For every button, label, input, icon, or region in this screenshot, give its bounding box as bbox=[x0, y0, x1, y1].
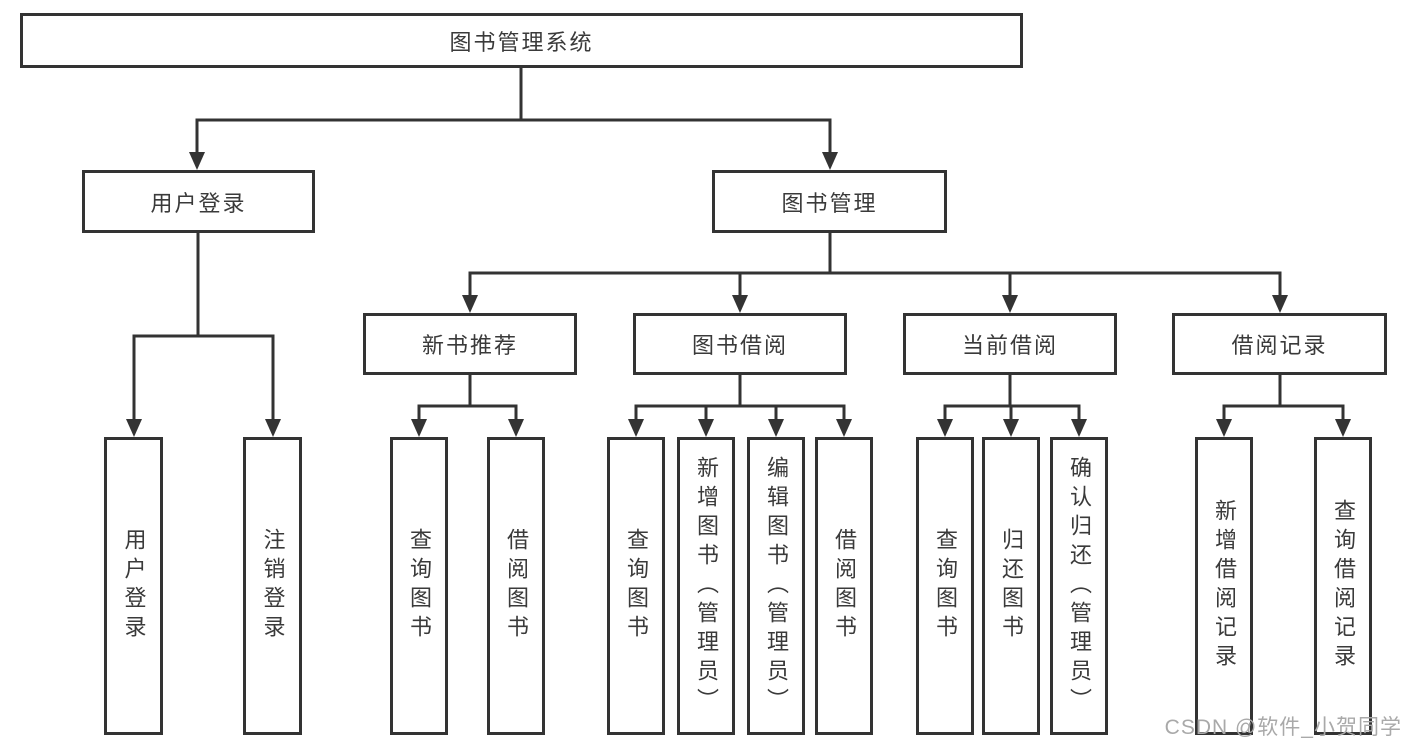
node-label: 确认归还（管理员） bbox=[1067, 455, 1092, 717]
node-borrow-books-recommend: 借阅图书 bbox=[487, 437, 545, 735]
node-label: 归还图书 bbox=[999, 528, 1024, 644]
node-label: 查询图书 bbox=[624, 528, 649, 644]
node-label: 图书管理 bbox=[781, 190, 878, 216]
node-label: 查询借阅记录 bbox=[1331, 499, 1356, 673]
node-confirm-return-admin: 确认归还（管理员） bbox=[1050, 437, 1108, 735]
csdn-watermark: CSDN @软件_小贺同学 bbox=[1164, 716, 1402, 739]
node-label: 新增图书（管理员） bbox=[694, 455, 719, 717]
node-label: 借阅图书 bbox=[832, 528, 857, 644]
node-return-books: 归还图书 bbox=[982, 437, 1040, 735]
node-current-borrow: 当前借阅 bbox=[903, 313, 1117, 375]
node-add-books-admin: 新增图书（管理员） bbox=[677, 437, 735, 735]
node-label: 注销登录 bbox=[260, 528, 286, 644]
node-label: 借阅图书 bbox=[504, 528, 529, 644]
node-label: 当前借阅 bbox=[961, 333, 1058, 358]
node-borrow-records: 借阅记录 bbox=[1172, 313, 1387, 375]
node-label: 借阅记录 bbox=[1231, 333, 1328, 358]
node-label: 新增借阅记录 bbox=[1212, 499, 1237, 673]
node-book-management: 图书管理 bbox=[712, 170, 947, 233]
node-label: 用户登录 bbox=[121, 528, 147, 644]
node-new-book-recommend: 新书推荐 bbox=[363, 313, 577, 375]
node-label: 用户登录 bbox=[150, 190, 247, 216]
node-label: 新书推荐 bbox=[421, 333, 518, 358]
node-user-login-action: 用户登录 bbox=[104, 437, 163, 735]
node-add-borrow-record: 新增借阅记录 bbox=[1195, 437, 1253, 735]
node-label: 编辑图书（管理员） bbox=[764, 455, 789, 717]
node-edit-books-admin: 编辑图书（管理员） bbox=[747, 437, 805, 735]
node-logout-action: 注销登录 bbox=[243, 437, 302, 735]
node-query-books-current: 查询图书 bbox=[916, 437, 974, 735]
node-query-books-recommend: 查询图书 bbox=[390, 437, 448, 735]
node-library-management-system: 图书管理系统 bbox=[20, 13, 1023, 68]
node-label: 图书管理系统 bbox=[449, 29, 594, 55]
node-label: 查询图书 bbox=[933, 528, 958, 644]
node-user-login: 用户登录 bbox=[82, 170, 315, 233]
node-label: 查询图书 bbox=[407, 528, 432, 644]
node-label: 图书借阅 bbox=[691, 333, 788, 358]
node-borrow-books: 借阅图书 bbox=[815, 437, 873, 735]
node-query-borrow-record: 查询借阅记录 bbox=[1314, 437, 1372, 735]
arrowheads bbox=[126, 152, 1351, 437]
node-query-books-borrow: 查询图书 bbox=[607, 437, 665, 735]
node-book-borrow: 图书借阅 bbox=[633, 313, 847, 375]
